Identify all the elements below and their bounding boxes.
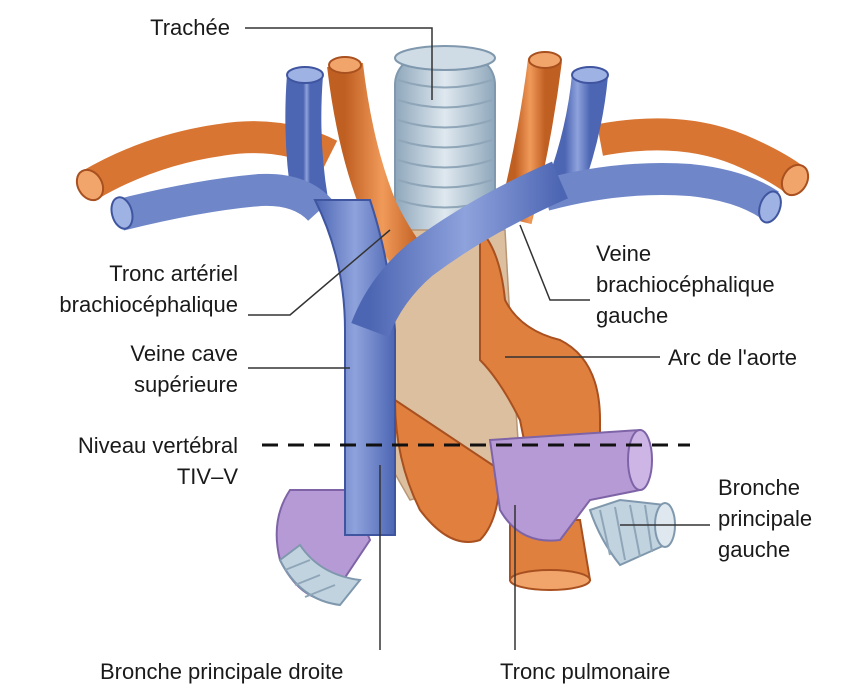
label-vertebral-level: Niveau vertébral TIV–V xyxy=(0,430,238,492)
label-vertebral-level-line2: TIV–V xyxy=(0,461,238,492)
label-brachiocephalic-trunk: Tronc artériel brachiocéphalique xyxy=(0,258,238,320)
right-subclavian-vein xyxy=(120,190,320,215)
left-main-bronchus-shape xyxy=(590,500,675,565)
label-left-bcv-line1: Veine xyxy=(596,238,836,269)
left-internal-jugular-vein xyxy=(565,75,590,185)
label-superior-vena-cava: Veine cave supérieure xyxy=(0,338,238,400)
label-left-bcv-line3: gauche xyxy=(596,300,836,331)
leader-left-brachiocephalic-vein xyxy=(520,225,590,300)
label-brachiocephalic-trunk-line2: brachiocéphalique xyxy=(0,289,238,320)
label-svc-line2: supérieure xyxy=(0,369,238,400)
label-left-main-bronchus: Bronche principale gauche xyxy=(718,472,838,565)
label-trachea: Trachée xyxy=(110,12,230,43)
label-left-brachiocephalic-vein: Veine brachiocéphalique gauche xyxy=(596,238,836,331)
label-left-bcv-line2: brachiocéphalique xyxy=(596,269,836,300)
label-right-main-bronchus: Bronche principale droite xyxy=(100,656,400,687)
label-trachea-text: Trachée xyxy=(150,15,230,40)
label-aortic-arch-text: Arc de l'aorte xyxy=(668,345,797,370)
label-pulmonary-trunk-text: Tronc pulmonaire xyxy=(500,659,670,684)
label-pulmonary-trunk: Tronc pulmonaire xyxy=(500,656,720,687)
label-aortic-arch: Arc de l'aorte xyxy=(668,342,838,373)
label-vertebral-level-line1: Niveau vertébral xyxy=(0,430,238,461)
left-subclavian-vein xyxy=(545,179,770,205)
label-svc-line1: Veine cave xyxy=(0,338,238,369)
label-left-main-bronchus-line3: gauche xyxy=(718,534,838,565)
label-brachiocephalic-trunk-line1: Tronc artériel xyxy=(0,258,238,289)
label-left-main-bronchus-line2: principale xyxy=(718,503,838,534)
label-right-main-bronchus-text: Bronche principale droite xyxy=(100,659,343,684)
label-left-main-bronchus-line1: Bronche xyxy=(718,472,838,503)
